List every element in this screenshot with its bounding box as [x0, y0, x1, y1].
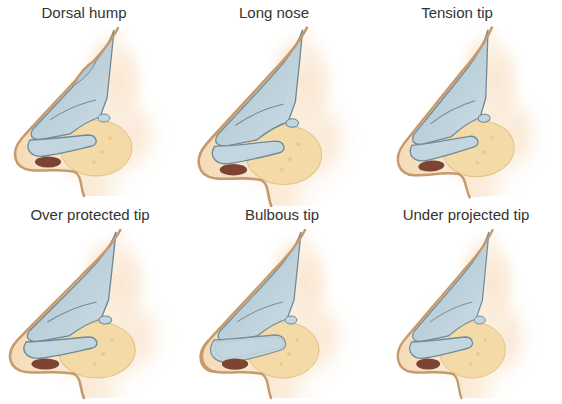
panel-label: Tension tip [421, 4, 493, 22]
nose-dorsal-hump [15, 22, 172, 197]
nose-under-projected [398, 224, 542, 399]
panel-label: Bulbous tip [245, 206, 319, 224]
panel-label: Long nose [239, 4, 309, 22]
nose-tension-tip [389, 18, 558, 204]
nose-bulbous-tip [201, 224, 359, 399]
panel-label: Over protected tip [30, 206, 149, 224]
panel-label: Under projected tip [403, 206, 530, 224]
nose-long [199, 21, 364, 207]
panel-label: Dorsal hump [41, 4, 126, 22]
nose-over-projected [10, 224, 178, 399]
